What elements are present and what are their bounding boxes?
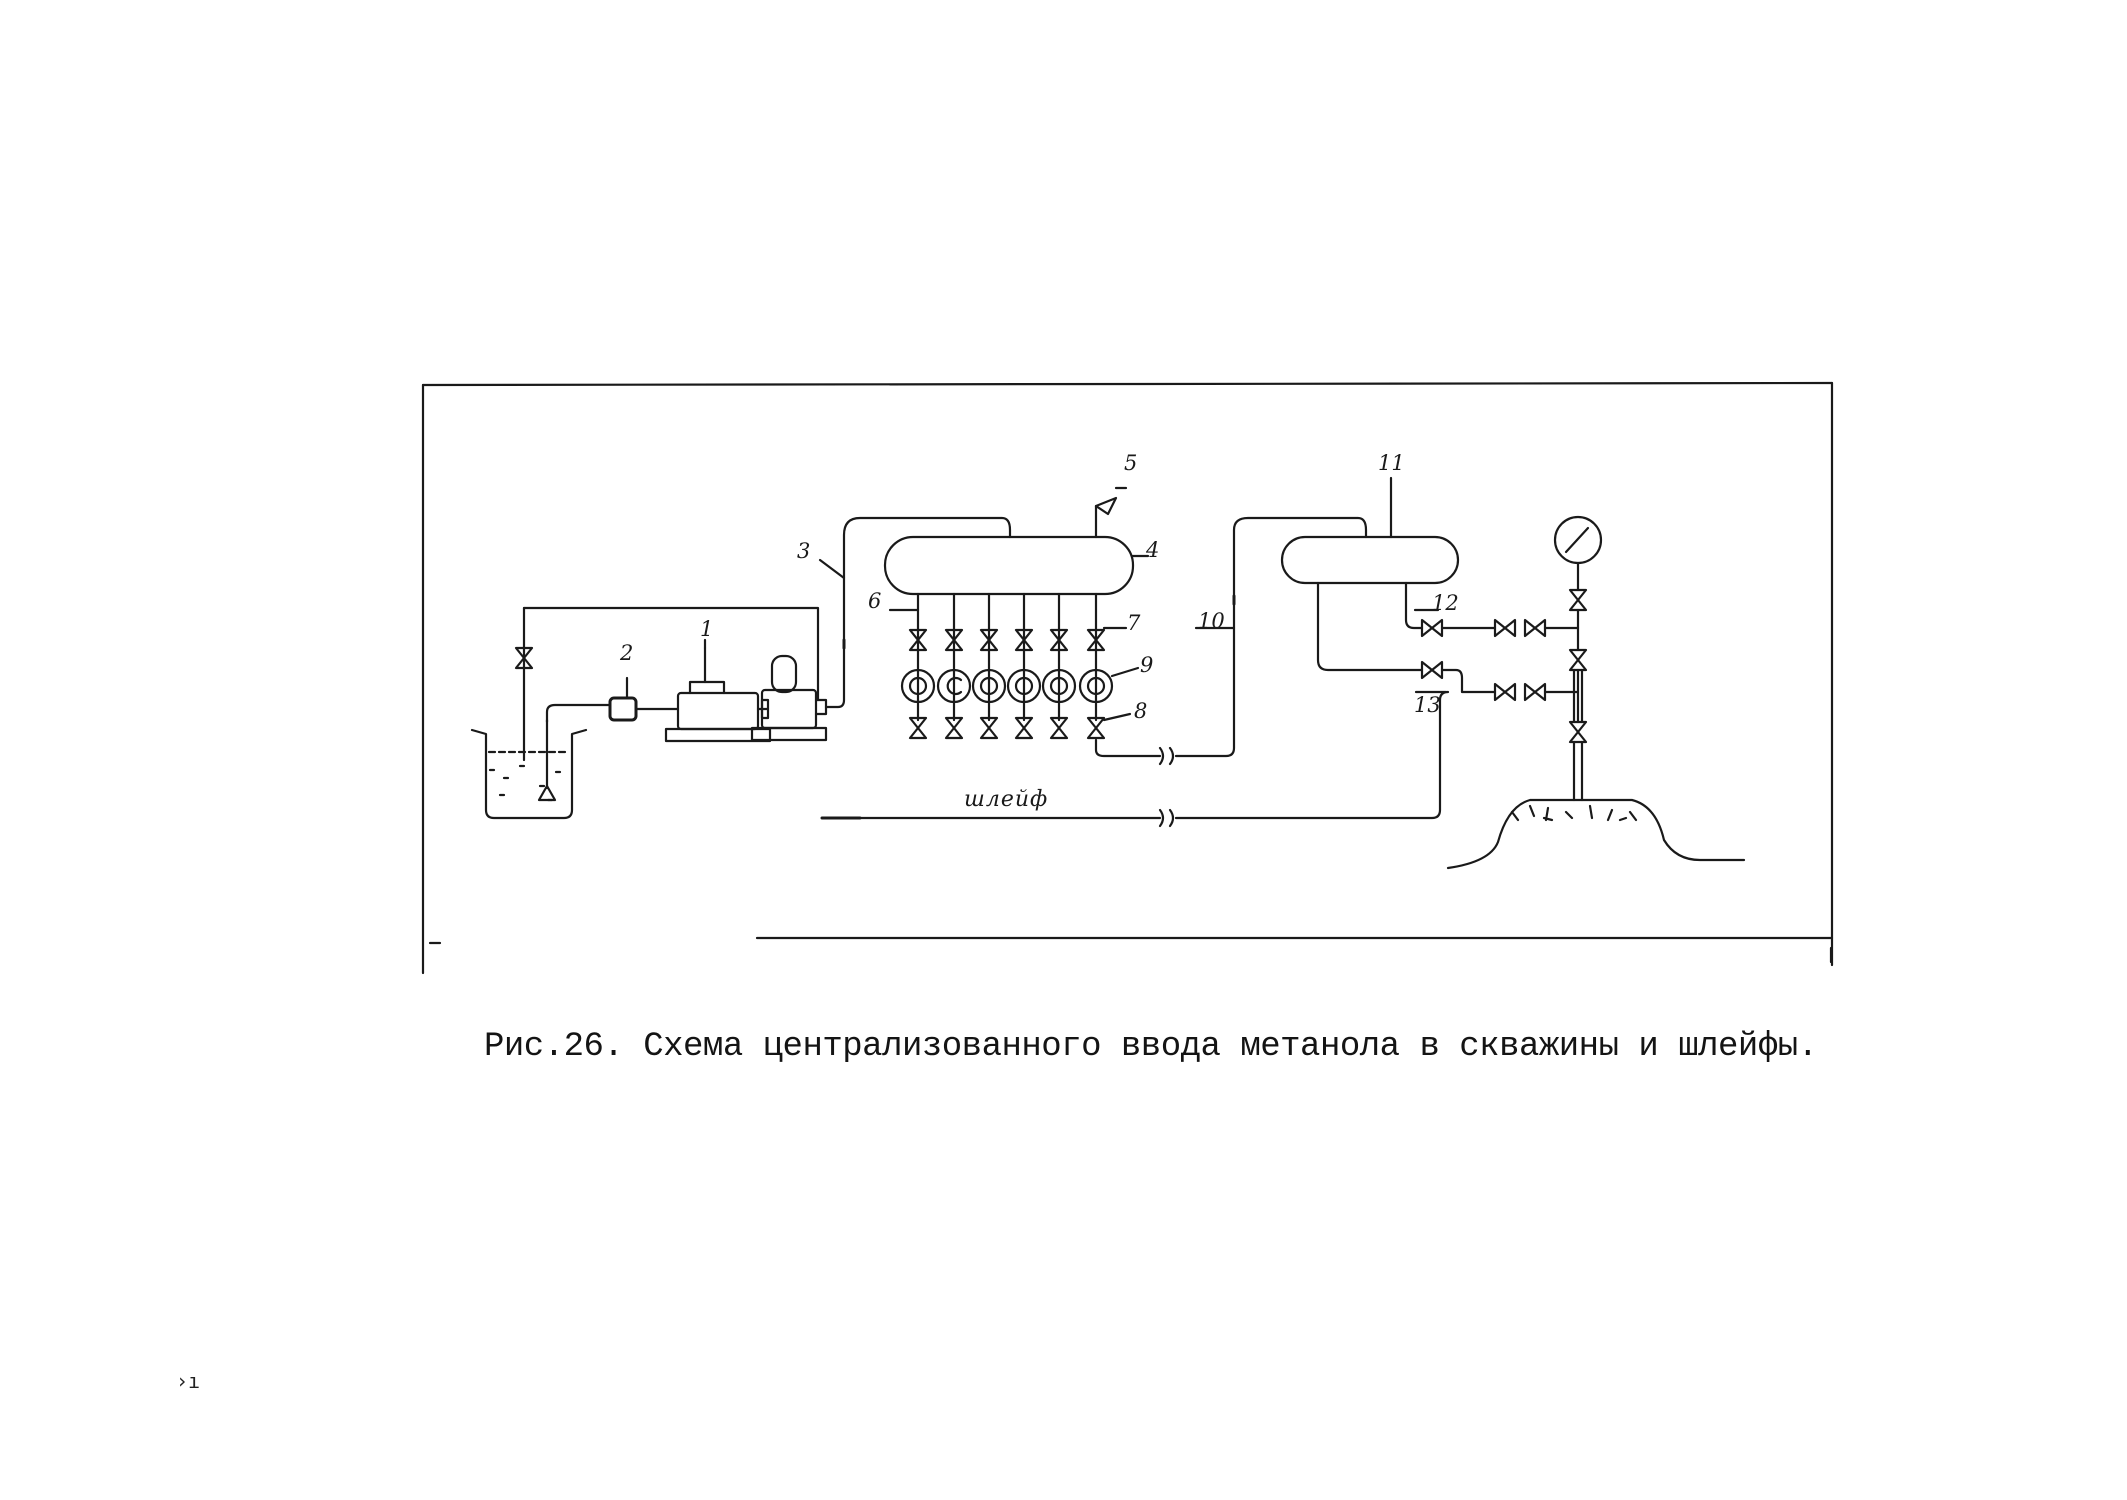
discharge-line — [824, 516, 1012, 709]
callout-9: 9 — [1140, 653, 1153, 677]
distributor-vessel — [883, 535, 1135, 596]
outlet-3 — [971, 592, 1007, 740]
well-ground — [1446, 798, 1746, 870]
line-12 — [1404, 581, 1424, 630]
callout-5: 5 — [1124, 451, 1137, 475]
outlet-line — [1094, 738, 1162, 758]
callout-7: 7 — [1127, 611, 1141, 635]
outlet-manifolds — [900, 592, 1114, 740]
pressure-gauge-icon — [1553, 515, 1603, 592]
callout-1: 1 — [700, 617, 713, 641]
callouts: 1 2 3 4 5 6 7 8 9 10 11 12 13 шлейф — [619, 451, 1459, 812]
callout-4: 4 — [1145, 538, 1159, 562]
outlet-5 — [1041, 592, 1077, 740]
filter — [608, 696, 680, 722]
drawing-frame — [421, 381, 1834, 975]
outlet-4 — [1006, 592, 1042, 740]
flowline-label: шлейф — [964, 787, 1048, 812]
callout-3: 3 — [797, 539, 810, 563]
christmas-tree — [1568, 588, 1588, 802]
wellhead-vessel — [1280, 535, 1460, 585]
pump-unit — [664, 646, 828, 743]
figure-caption: Рис.26. Схема централизованного ввода ме… — [484, 1028, 1818, 1066]
callout-8: 8 — [1134, 699, 1147, 723]
margin-mark: ›ı — [176, 1369, 201, 1393]
line-13 — [1316, 581, 1424, 672]
return-line — [522, 606, 820, 702]
callout-12: 12 — [1432, 591, 1459, 615]
outlet-1 — [900, 592, 936, 740]
outlet-2 — [936, 592, 972, 740]
callout-10: 10 — [1198, 609, 1225, 633]
suction-line — [545, 703, 612, 724]
callout-6: 6 — [868, 589, 881, 613]
methanol-tank — [470, 606, 588, 820]
callout-2: 2 — [619, 641, 633, 665]
callout-11: 11 — [1378, 451, 1405, 475]
outlet-6 — [1078, 592, 1114, 740]
transfer-line — [1174, 516, 1368, 758]
safety-valve-icon — [1094, 486, 1128, 539]
callout-13: 13 — [1414, 693, 1441, 717]
